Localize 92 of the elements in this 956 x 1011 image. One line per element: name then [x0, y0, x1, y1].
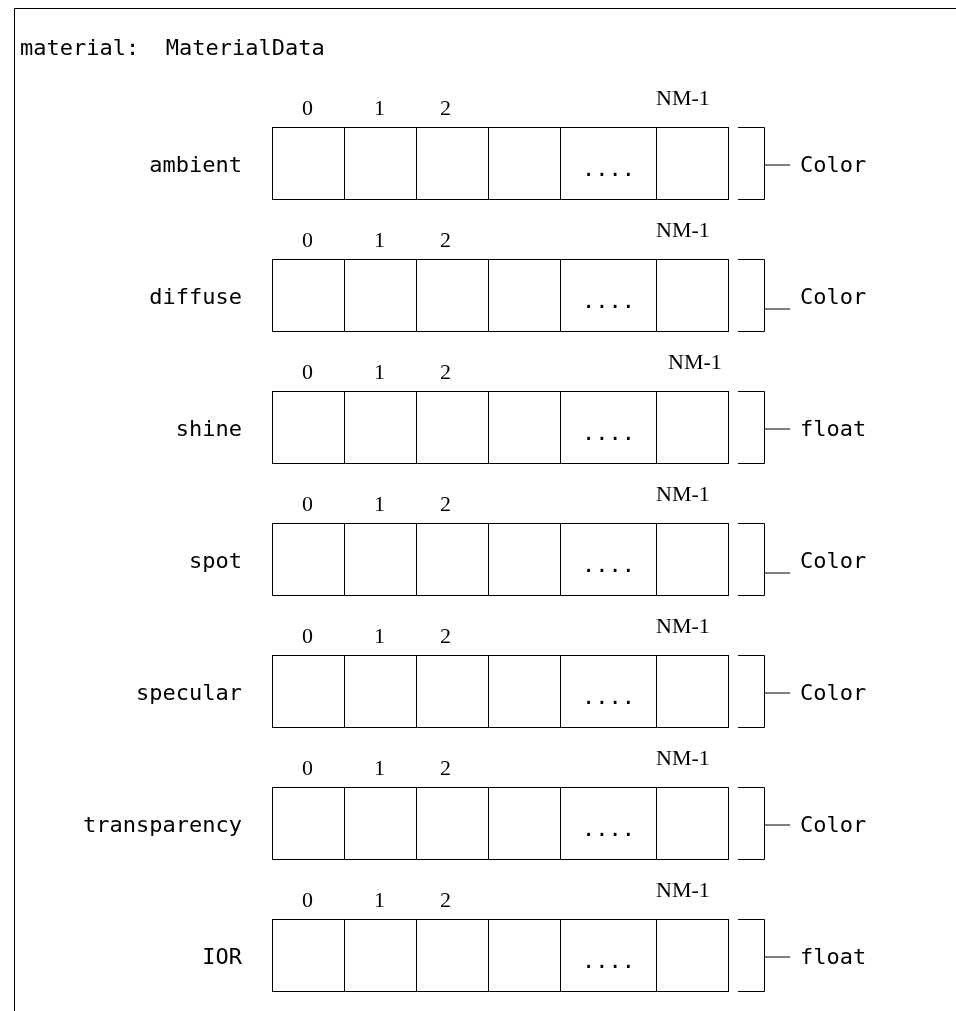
array-cell — [560, 919, 657, 992]
array-cell — [488, 523, 561, 596]
index-label: NM-1 — [656, 879, 710, 901]
index-label: 2 — [440, 757, 451, 779]
type-label: float — [800, 418, 867, 440]
array-cell — [416, 127, 489, 200]
type-label: float — [800, 946, 867, 968]
array-cell — [416, 787, 489, 860]
array-cell — [560, 787, 657, 860]
array-cell — [416, 391, 489, 464]
array-cell — [560, 523, 657, 596]
array-cell — [272, 655, 345, 728]
index-label: 2 — [440, 361, 451, 383]
ellipsis-text: .... — [581, 816, 636, 841]
index-label: 0 — [302, 625, 313, 647]
array-cell — [656, 523, 729, 596]
type-label: Color — [800, 682, 867, 704]
array-cell — [488, 787, 561, 860]
array-cell — [344, 391, 417, 464]
array-cell — [344, 259, 417, 332]
index-label: NM-1 — [656, 615, 710, 637]
index-label: 1 — [374, 889, 385, 911]
array-cell — [272, 127, 345, 200]
index-label: NM-1 — [656, 87, 710, 109]
array-cell — [416, 919, 489, 992]
array-cell — [560, 655, 657, 728]
array-cell — [272, 919, 345, 992]
index-label: 0 — [302, 229, 313, 251]
array-cell — [272, 787, 345, 860]
ellipsis-text: .... — [581, 948, 636, 973]
array-cell — [656, 919, 729, 992]
index-label: NM-1 — [668, 351, 722, 373]
index-label: NM-1 — [656, 483, 710, 505]
index-label: 0 — [302, 757, 313, 779]
field-name: specular — [136, 682, 242, 704]
struct-heading: material: MaterialData — [20, 37, 325, 59]
field-name: spot — [189, 550, 242, 572]
index-label: 1 — [374, 229, 385, 251]
array-cell — [272, 391, 345, 464]
field-name: diffuse — [149, 286, 242, 308]
array-cell — [656, 259, 729, 332]
array-cell — [656, 127, 729, 200]
index-label: 1 — [374, 493, 385, 515]
array-cell — [416, 655, 489, 728]
type-label: Color — [800, 154, 867, 176]
index-label: 0 — [302, 889, 313, 911]
array-cell — [560, 127, 657, 200]
field-name: IOR — [202, 946, 242, 968]
index-label: 1 — [374, 361, 385, 383]
index-label: 2 — [440, 229, 451, 251]
array-cell — [560, 391, 657, 464]
array-cell — [488, 259, 561, 332]
array-cell — [656, 391, 729, 464]
index-label: NM-1 — [656, 219, 710, 241]
field-name: shine — [175, 418, 242, 440]
ellipsis-text: .... — [581, 288, 636, 313]
type-label: Color — [800, 814, 867, 836]
index-label: 2 — [440, 625, 451, 647]
array-cell — [416, 259, 489, 332]
field-name: ambient — [149, 154, 242, 176]
type-label: Color — [800, 550, 867, 572]
array-cell — [344, 655, 417, 728]
index-label: 1 — [374, 625, 385, 647]
array-cell — [416, 523, 489, 596]
index-label: 1 — [374, 97, 385, 119]
array-cell — [488, 127, 561, 200]
field-name: transparency — [83, 814, 242, 836]
array-cell — [488, 655, 561, 728]
array-cell — [488, 391, 561, 464]
array-cell — [344, 787, 417, 860]
index-label: 0 — [302, 361, 313, 383]
index-label: 2 — [440, 889, 451, 911]
array-cell — [272, 259, 345, 332]
array-cell — [272, 523, 345, 596]
array-cell — [656, 655, 729, 728]
array-cell — [344, 523, 417, 596]
ellipsis-text: .... — [581, 552, 636, 577]
ellipsis-text: .... — [581, 420, 636, 445]
index-label: 1 — [374, 757, 385, 779]
index-label: 2 — [440, 493, 451, 515]
array-cell — [560, 259, 657, 332]
index-label: 2 — [440, 97, 451, 119]
array-cell — [656, 787, 729, 860]
type-label: Color — [800, 286, 867, 308]
ellipsis-text: .... — [581, 156, 636, 181]
index-label: NM-1 — [656, 747, 710, 769]
index-label: 0 — [302, 97, 313, 119]
ellipsis-text: .... — [581, 684, 636, 709]
array-cell — [344, 919, 417, 992]
array-cell — [488, 919, 561, 992]
index-label: 0 — [302, 493, 313, 515]
array-cell — [344, 127, 417, 200]
